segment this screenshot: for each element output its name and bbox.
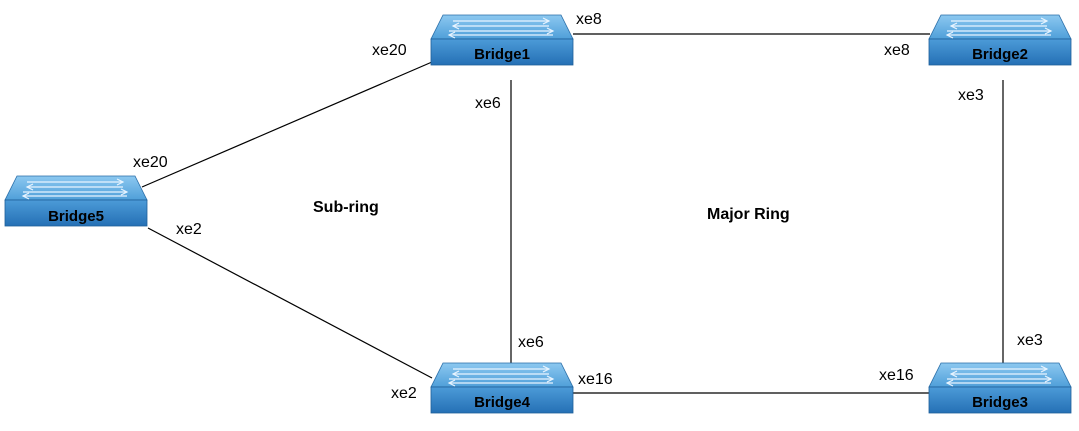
port-label-bridge3-xe16: xe16 — [879, 367, 914, 384]
port-label-bridge2-xe8: xe8 — [884, 42, 910, 59]
port-label-bridge4-xe6: xe6 — [518, 334, 544, 351]
bridge5-switch[interactable]: Bridge5 — [4, 175, 148, 227]
sub-ring-label: Sub-ring — [313, 199, 379, 216]
bridge3-label: Bridge3 — [972, 394, 1028, 411]
bridge3-switch[interactable]: Bridge3 — [928, 362, 1072, 414]
port-label-bridge2-xe3: xe3 — [958, 87, 984, 104]
port-label-bridge5-xe20: xe20 — [133, 154, 168, 171]
major-ring-label: Major Ring — [707, 206, 790, 223]
bridge1-label: Bridge1 — [474, 46, 530, 63]
bridge4-switch[interactable]: Bridge4 — [430, 362, 574, 414]
bridge4-label: Bridge4 — [474, 394, 531, 411]
port-label-bridge1-xe8: xe8 — [576, 11, 602, 28]
bridge2-switch[interactable]: Bridge2 — [928, 14, 1072, 66]
link-bridge5-bridge1 — [141, 61, 433, 188]
bridge1-switch[interactable]: Bridge1 — [430, 14, 574, 66]
port-label-bridge1-xe6: xe6 — [475, 95, 501, 112]
link-bridge5-bridge4 — [147, 227, 433, 379]
bridge5-label: Bridge5 — [48, 208, 104, 225]
port-label-bridge4-xe16: xe16 — [578, 371, 613, 388]
port-label-bridge5-xe2: xe2 — [176, 221, 202, 238]
port-label-bridge3-xe3: xe3 — [1017, 332, 1043, 349]
port-label-bridge1-xe20: xe20 — [372, 42, 407, 59]
bridge2-label: Bridge2 — [972, 46, 1028, 63]
port-label-bridge4-xe2: xe2 — [391, 385, 417, 402]
